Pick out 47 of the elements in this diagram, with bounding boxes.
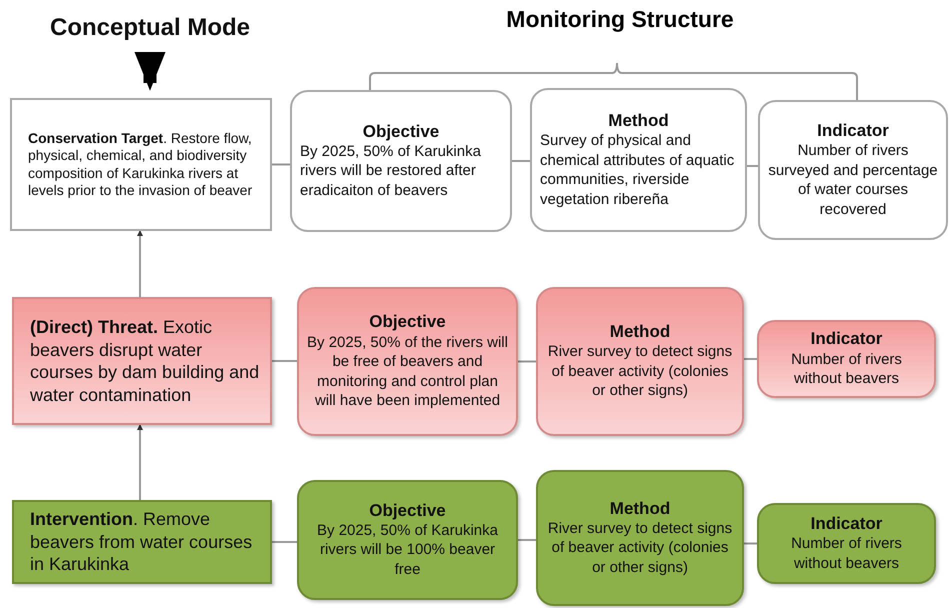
monitoring-box (536, 287, 744, 436)
description: Number of rivers surveyed and percentage of water courses recovered (768, 141, 938, 220)
box-heading: Objective (368, 500, 447, 521)
description: River survey to detect signs of beaver activity (colonies or other signs) (546, 342, 734, 401)
description: By 2025, 50% of the rivers will be free of beavers and monitoring and control plan will have been implemented (307, 332, 508, 411)
monitoring-box (297, 287, 518, 436)
category-box (12, 297, 272, 425)
connector (512, 160, 530, 162)
connector (518, 360, 536, 362)
monitoring-box (297, 480, 518, 600)
connector (272, 360, 297, 362)
monitoring-box (757, 503, 936, 584)
category-box (10, 98, 272, 231)
description: Intervention. Remove beavers from water courses in Karukinka (29, 508, 254, 576)
connector (518, 539, 536, 541)
box-heading: Method (607, 110, 670, 132)
box-heading: Indicator (810, 329, 884, 350)
monitoring-box (536, 470, 744, 606)
monitoring-box (758, 100, 948, 240)
connector (744, 358, 757, 360)
box-heading: Method (608, 498, 672, 519)
category-box (12, 500, 272, 584)
box-heading: Method (608, 322, 672, 342)
section-heading: Monitoring Structure (505, 6, 735, 33)
description: By 2025, 50% of Karukinka rivers will be 100% beaver free (316, 520, 499, 580)
box-heading: Objective (362, 122, 440, 142)
description: Number of rivers without beavers (790, 534, 903, 574)
monitoring-box (530, 88, 747, 232)
description: River survey to detect signs of beaver activity (colonies or other signs) (546, 518, 734, 578)
description: Number of rivers without beavers (790, 350, 903, 389)
connector (137, 230, 143, 297)
connector (137, 424, 143, 500)
connector (747, 165, 758, 167)
box-heading: Indicator (816, 120, 890, 142)
monitoring-box (757, 320, 936, 398)
box-heading: Objective (368, 312, 447, 333)
connector (744, 542, 757, 544)
description: Survey of physical and chemical attributes of aquatic communities, riverside vegetation ribereña (540, 131, 736, 210)
description: By 2025, 50% of Karukinka rivers will be restored after eradicaiton of beavers (300, 142, 482, 200)
description: Conservation Target. Restore flow, physical, chemical, and biodiversity composition of Karukinka rivers at levels prior to the invasion of beaver (27, 130, 254, 200)
connector (272, 541, 297, 543)
description: (Direct) Threat. Exotic beavers disrupt water courses by dam building and water contamination (29, 316, 260, 406)
connector (272, 164, 290, 166)
connector (134, 52, 166, 91)
monitoring-box (290, 90, 512, 232)
box-heading: Indicator (810, 514, 884, 534)
heading: Conceptual Mode (50, 14, 250, 42)
